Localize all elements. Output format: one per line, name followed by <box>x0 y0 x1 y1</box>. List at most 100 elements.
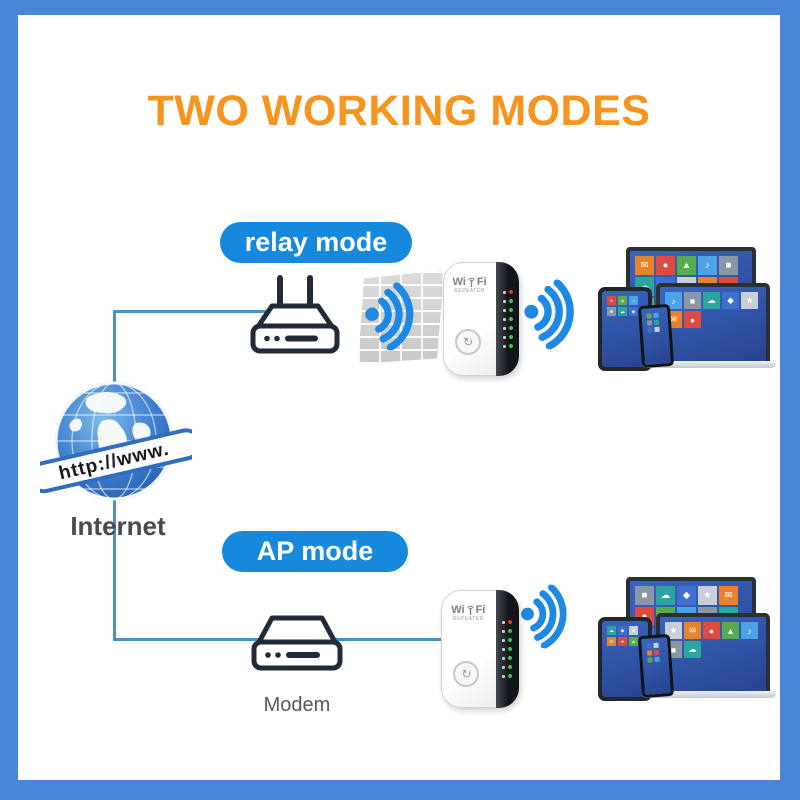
app-tile: ★ <box>741 292 758 309</box>
app-tile <box>653 312 659 319</box>
app-tile: ★ <box>698 586 717 605</box>
app-tile: ◆ <box>618 626 627 635</box>
wall-wifi-signal-icon <box>365 282 414 351</box>
phone-app-tiles <box>641 307 671 365</box>
app-tile: ● <box>618 637 627 646</box>
app-tile: ✉ <box>684 622 701 639</box>
laptop-base <box>642 361 776 368</box>
modem-icon <box>251 615 343 671</box>
app-tile: ▲ <box>677 256 696 275</box>
app-tile: ✉ <box>635 256 654 275</box>
led-indicator <box>502 656 513 660</box>
poster-canvas: TWO WORKING MODES relay mode AP mode Wi <box>18 15 780 780</box>
app-tile: ● <box>703 622 720 639</box>
laptop-base <box>642 691 776 698</box>
led-indicator <box>502 290 513 294</box>
relay-mode-badge: relay mode <box>220 222 412 263</box>
app-tile: ☁ <box>607 626 616 635</box>
led-indicator <box>502 335 513 339</box>
led-indicator <box>502 344 513 348</box>
client-devices: ✉●▲♪■☁◆★✉●▲♪■ ●▲♪■☁◆ ♪■☁◆★✉● <box>598 247 776 371</box>
led-indicator <box>502 629 513 633</box>
app-tile: ◆ <box>677 586 696 605</box>
internet-label: Internet <box>70 511 166 541</box>
app-tile: ♪ <box>741 622 758 639</box>
app-tile <box>646 643 652 649</box>
phone-app-tiles <box>641 637 671 695</box>
app-tile: ● <box>656 256 675 275</box>
app-tile: ☁ <box>684 641 701 658</box>
wifi-repeater-device: Wi Fi REPEATER ↻ <box>443 262 519 376</box>
smartphone-icon <box>637 303 675 369</box>
led-indicator <box>502 620 513 624</box>
app-tile <box>646 313 652 319</box>
app-tile <box>646 650 653 656</box>
repeater-label: Wi Fi REPEATER <box>444 604 492 623</box>
led-indicators <box>496 262 519 376</box>
tablet-app-tiles: ☁◆★ ✉●▲ <box>602 621 648 697</box>
app-tile <box>647 327 653 333</box>
app-tile <box>653 319 660 326</box>
led-indicators <box>495 590 519 708</box>
page-title: TWO WORKING MODES <box>147 87 651 135</box>
app-tile <box>653 649 660 656</box>
app-tile: ■ <box>684 292 701 309</box>
app-tile: ▲ <box>629 637 638 646</box>
modem-label: Modem <box>263 694 331 716</box>
led-indicator <box>502 299 513 303</box>
app-tile: ☁ <box>618 307 627 316</box>
app-tile <box>653 642 659 649</box>
app-tile: ★ <box>665 622 682 639</box>
laptop-app-tiles: ♪■☁◆★✉● <box>660 287 766 361</box>
app-tile: ● <box>684 311 701 328</box>
app-tile: ✉ <box>719 586 738 605</box>
led-indicator <box>502 647 513 651</box>
app-tile <box>647 657 653 663</box>
led-indicator <box>502 674 513 678</box>
app-tile: ♪ <box>665 292 682 309</box>
app-tile: ● <box>607 296 616 305</box>
wifi-repeater-device: Wi Fi REPEATER ↻ <box>441 590 519 708</box>
repeater-brand-text: REPEATER <box>452 616 484 623</box>
app-tile: ♪ <box>629 296 638 305</box>
repeater-wifi-text: Wi <box>451 604 465 617</box>
laptop-app-tiles: ★✉●▲♪■☁ <box>660 617 766 691</box>
app-tile: ■ <box>607 307 616 316</box>
led-indicator <box>502 308 513 312</box>
tablet-app-tiles: ●▲♪ ■☁◆ <box>602 291 648 367</box>
led-indicator <box>502 317 513 321</box>
app-tile: ◆ <box>722 292 739 309</box>
app-tile: ◆ <box>629 307 638 316</box>
internet-globe-icon: http://www. <box>40 381 192 501</box>
app-tile: ★ <box>629 626 638 635</box>
repeater-fi-text: Fi <box>475 604 486 617</box>
wifi-signal-icon <box>524 279 574 350</box>
app-tile: ✉ <box>607 637 616 646</box>
led-indicator <box>502 326 513 330</box>
app-tile: ▲ <box>618 296 627 305</box>
antenna-icon <box>468 277 475 287</box>
app-tile <box>646 320 653 326</box>
repeater-brand-text: REPEATER <box>454 287 485 294</box>
led-indicator <box>502 665 513 669</box>
app-tile <box>654 656 660 663</box>
app-tile: ☁ <box>656 586 675 605</box>
ap-mode-badge: AP mode <box>222 531 408 572</box>
app-tile: ▲ <box>722 622 739 639</box>
wps-button: ↻ <box>453 660 480 687</box>
repeater-label: Wi Fi REPEATER <box>446 276 493 295</box>
smartphone-icon <box>637 633 675 699</box>
app-tile <box>654 326 660 333</box>
wps-button: ↻ <box>455 329 482 356</box>
antenna-icon <box>466 606 474 616</box>
app-tile: ■ <box>719 256 738 275</box>
repeater-wifi-text: Wi <box>452 275 466 288</box>
wifi-signal-icon <box>521 584 567 649</box>
app-tile: ■ <box>635 586 654 605</box>
led-indicator <box>502 638 513 642</box>
repeater-fi-text: Fi <box>476 275 487 288</box>
client-devices: ■☁◆★✉●▲♪■☁◆★✉ ☁◆★✉●▲ ★✉●▲♪■☁ <box>598 577 776 701</box>
app-tile: ☁ <box>703 292 720 309</box>
router-icon <box>250 275 340 354</box>
